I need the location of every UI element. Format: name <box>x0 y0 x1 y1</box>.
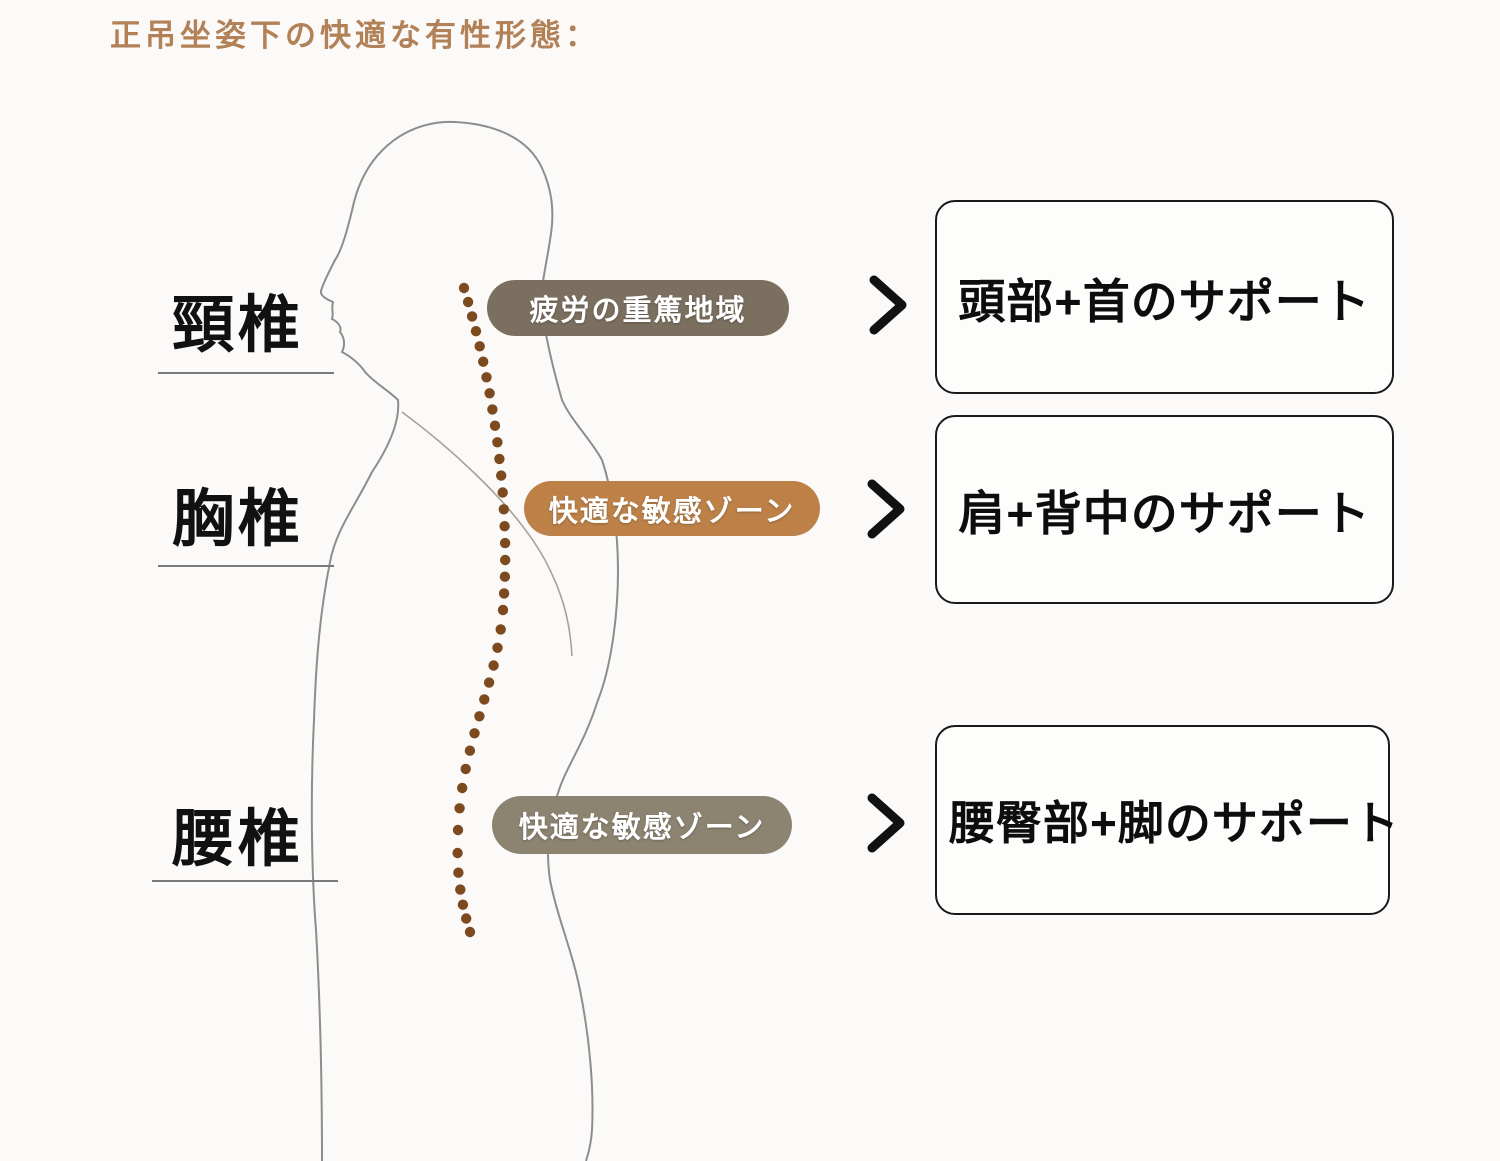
spine-dot <box>499 571 511 582</box>
spine-dot <box>497 487 508 498</box>
support-box-head-neck: 頭部+首のサポート <box>935 200 1394 394</box>
spine-dot <box>495 624 506 635</box>
spine-dot <box>498 588 510 599</box>
spine-dot <box>479 694 490 705</box>
arrow-icon-1 <box>869 275 907 335</box>
spine-dot <box>455 884 466 895</box>
spine-dot <box>474 711 485 722</box>
spine-dot <box>497 604 509 616</box>
lumbar-underline <box>152 880 338 882</box>
arrow-icon-3 <box>867 793 905 853</box>
support-box-hip-leg: 腰臀部+脚のサポート <box>935 725 1399 915</box>
spine-dot <box>453 867 464 878</box>
spine-label-lumbar: 腰椎 <box>172 805 305 874</box>
spine-dot <box>498 504 509 515</box>
chevron-path <box>867 479 905 539</box>
spine-dots <box>452 282 511 938</box>
spine-dot <box>481 372 492 383</box>
zone-pill-lumbar: 快適な敏感ゾーン <box>492 796 792 854</box>
shoulder-arm-line <box>401 411 573 657</box>
spine-dot <box>483 677 495 688</box>
zone-pill-thoracic: 快適な敏感ゾーン <box>524 481 820 536</box>
spine-dot <box>457 899 469 910</box>
spine-dot <box>460 763 471 775</box>
spine-dot <box>500 554 511 566</box>
spine-dot <box>487 404 498 415</box>
spine-dot <box>461 913 472 924</box>
spine-dot <box>469 728 480 739</box>
body-back-outline <box>454 121 620 1161</box>
spine-dot <box>484 388 495 399</box>
chevron-path <box>869 275 907 335</box>
spine-dot <box>470 326 482 337</box>
spine-dot <box>452 824 464 836</box>
body-front-outline <box>310 120 456 1161</box>
spine-dot <box>499 521 510 532</box>
spine-label-thoracic: 胸椎 <box>172 485 305 554</box>
chevron-path <box>867 793 905 853</box>
cervical-underline <box>158 372 334 374</box>
spine-dot <box>452 847 463 859</box>
page-title: 正吊坐姿下の快適な有性形態： <box>110 18 600 53</box>
spine-dot <box>496 470 507 481</box>
spine-dot <box>494 453 505 465</box>
spine-dot <box>462 296 474 308</box>
support-label-shoulder-back: 肩+背中のサポート <box>958 487 1371 540</box>
support-box-shoulder-back: 肩+背中のサポート <box>935 415 1394 604</box>
thoracic-underline <box>158 565 334 567</box>
spine-dot <box>474 341 485 352</box>
spine-dot <box>478 356 489 367</box>
spine-label-cervical: 頸椎 <box>172 291 305 360</box>
spine-dot <box>488 660 499 671</box>
human-silhouette <box>310 120 620 1161</box>
spine-dot <box>492 437 503 448</box>
spine-dot <box>458 282 470 294</box>
spine-dot <box>464 745 476 756</box>
zone-pill-cervical: 疲労の重篤地域 <box>487 280 789 336</box>
spine-dot <box>489 420 501 431</box>
spine-dot <box>464 926 476 938</box>
arrow-icon-2 <box>867 479 905 539</box>
spine-dot <box>457 782 468 794</box>
support-label-head-neck: 頭部+首のサポート <box>958 274 1371 328</box>
spine-dot <box>454 803 465 814</box>
spine-dot <box>492 642 503 653</box>
support-label-hip-leg: 腰臀部+脚のサポート <box>949 797 1400 849</box>
spine-dot <box>499 537 511 549</box>
spine-dot <box>466 311 478 322</box>
